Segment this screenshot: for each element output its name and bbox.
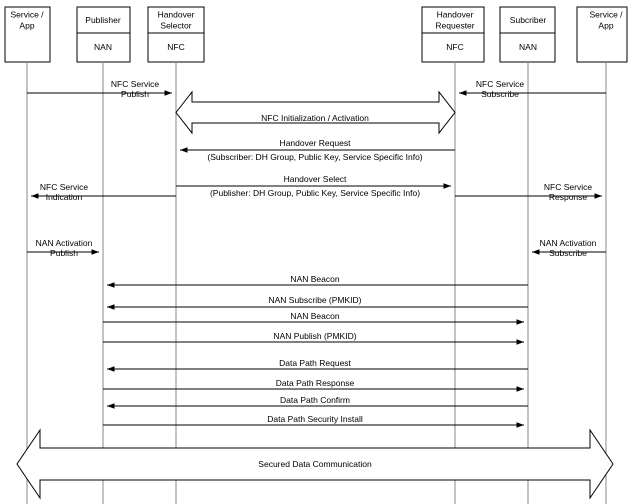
lifelines (26, 62, 607, 504)
header-sublabel-subcriber-nan: NAN (519, 41, 537, 52)
message-label-data-path-security-install: Data Path Security Install (267, 414, 363, 424)
message-label-nan-beacon-1: NAN Beacon (290, 274, 340, 284)
message-sublabel-handover-request: (Subscriber: DH Group, Public Key, Servi… (207, 152, 423, 162)
message-label-nan-publish-pmkid: NAN Publish (PMKID) (273, 331, 357, 341)
header-label-service-app-right: Service /App (589, 9, 623, 31)
message-label-data-path-confirm: Data Path Confirm (280, 395, 350, 405)
actor-headers (4, 6, 628, 63)
header-box-service-app-right (576, 6, 628, 63)
header-sublabel-handover-requester-nfc: NFC (446, 41, 464, 52)
header-label-publisher: Publisher (85, 14, 121, 25)
header-box-service-app-left (4, 6, 51, 63)
header-box-publisher (76, 6, 131, 63)
message-label-secured-data-communication: Secured Data Communication (258, 459, 372, 469)
arrow-secured-data-communication (16, 428, 614, 500)
message-label-nan-subscribe-pmkid: NAN Subscribe (PMKID) (268, 295, 362, 305)
message-arrows (16, 90, 614, 500)
header-label-service-app-left: Service /App (10, 9, 44, 31)
message-sublabel-handover-select: (Publisher: DH Group, Public Key, Servic… (209, 188, 421, 198)
header-sublabel-handover-selector-nfc: NFC (167, 41, 185, 52)
message-label-data-path-response: Data Path Response (275, 378, 355, 388)
message-label-nfc-initialization: NFC Initialization / Activation (261, 113, 369, 123)
message-label-data-path-request: Data Path Request (279, 358, 351, 368)
header-box-handover-requester (421, 6, 485, 63)
message-label-nan-beacon-2: NAN Beacon (290, 311, 340, 321)
header-label-subcriber: Subcriber (509, 14, 547, 25)
arrow-nfc-initialization (175, 90, 456, 135)
header-sublabel-publisher-nan: NAN (94, 41, 112, 52)
message-label-handover-request: Handover Request (279, 138, 351, 148)
message-label-handover-select: Handover Select (283, 174, 347, 184)
